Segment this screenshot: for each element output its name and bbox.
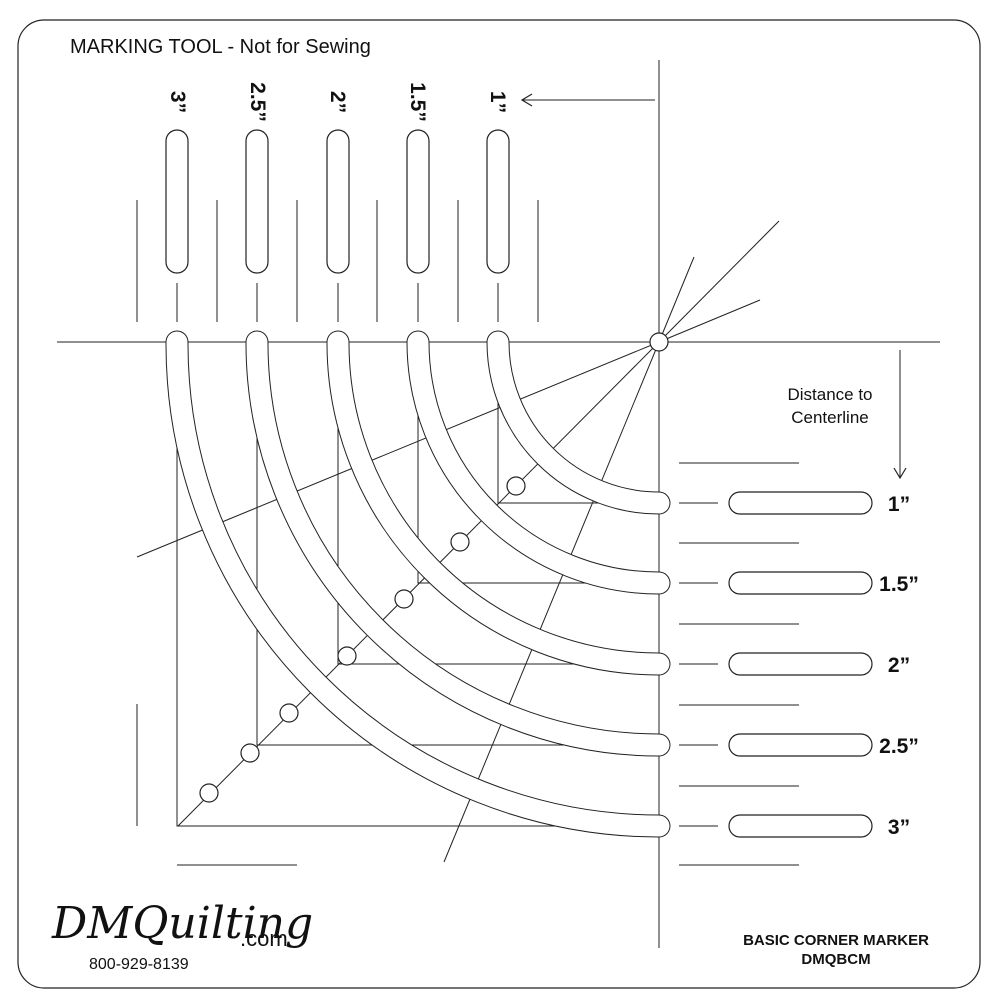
marker-holes: [199, 332, 669, 803]
distance-label-line2: Centerline: [791, 408, 869, 427]
arrow-down-icon: [893, 467, 907, 480]
arc-channels: [165, 330, 671, 838]
distance-label-line1: Distance to: [787, 385, 872, 404]
top-label-2-5: 2.5”: [246, 82, 269, 122]
top-label-3: 3”: [166, 91, 189, 113]
brand-logo: DMQuilting: [51, 898, 313, 949]
side-label-2: 2”: [888, 654, 910, 677]
side-slots: [728, 491, 873, 838]
side-label-2-5: 2.5”: [879, 735, 919, 758]
brand-domain: .com: [240, 926, 288, 951]
side-label-1: 1”: [888, 493, 910, 516]
side-label-3: 3”: [888, 816, 910, 839]
brand-phone: 800-929-8139: [89, 956, 189, 973]
product-code: DMQBCM: [801, 951, 870, 968]
top-slots: [165, 129, 510, 274]
side-label-1-5: 1.5”: [879, 573, 919, 596]
title: MARKING TOOL - Not for Sewing: [70, 36, 371, 58]
top-label-1-5: 1.5”: [406, 82, 429, 122]
product-name: BASIC CORNER MARKER: [743, 932, 929, 949]
top-label-1: 1”: [486, 91, 509, 113]
top-label-2: 2”: [326, 91, 349, 113]
arrow-left-icon: [520, 93, 533, 107]
